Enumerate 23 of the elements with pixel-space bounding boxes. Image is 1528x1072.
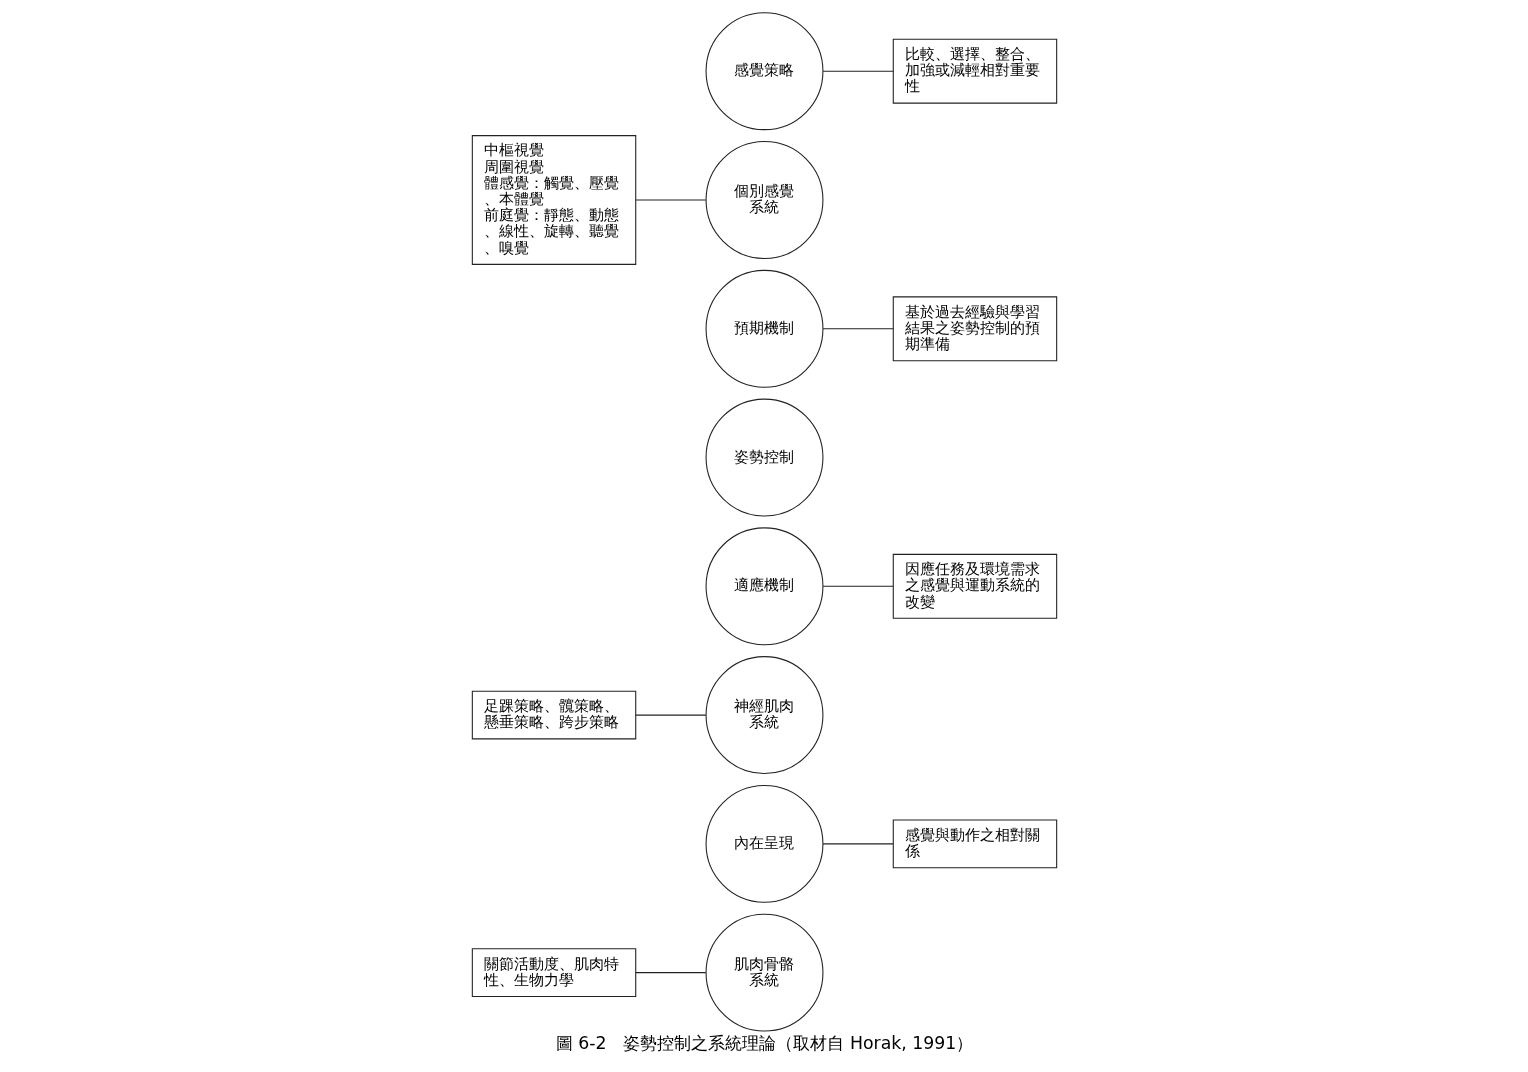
node-box: 關節活動度、肌肉特性、生物力學 <box>471 948 636 997</box>
node-circle: 內在呈現 <box>705 784 823 903</box>
connector <box>822 70 894 72</box>
caption: 圖 6-2 姿勢控制之系統理論（取材自 Horak, 1991） <box>555 1033 973 1054</box>
node-circle: 適應機制 <box>705 527 823 646</box>
node-box: 比較、選擇、整合、加強或減輕相對重要性 <box>892 38 1057 104</box>
node-circle: 肌肉骨骼系統 <box>705 913 823 1032</box>
node-box: 感覺與動作之相對關係 <box>892 819 1057 869</box>
connector <box>634 714 706 716</box>
node-circle: 姿勢控制 <box>705 398 823 517</box>
node-circle: 個別感覺系統 <box>705 141 823 259</box>
node-circle: 感覺策略 <box>705 12 823 131</box>
connector <box>634 972 706 974</box>
connector <box>822 843 894 845</box>
node-circle: 預期機制 <box>705 269 823 388</box>
node-circle: 神經肌肉系統 <box>705 656 823 775</box>
connector <box>822 585 894 587</box>
connector <box>634 199 706 201</box>
node-box: 基於過去經驗與學習結果之姿勢控制的預期準備 <box>892 296 1057 362</box>
node-box: 足踝策略、髖策略、懸垂策略、跨步策略 <box>471 690 636 740</box>
node-box: 因應任務及環境需求之感覺與運動系統的改變 <box>892 553 1057 619</box>
node-box: 中樞視覺 周圍視覺 體感覺：觸覺、壓覺、本體覺 前庭覺：靜態、動態、線性、旋轉、聽覺、嗅覺 <box>471 135 636 265</box>
connector <box>822 328 894 330</box>
